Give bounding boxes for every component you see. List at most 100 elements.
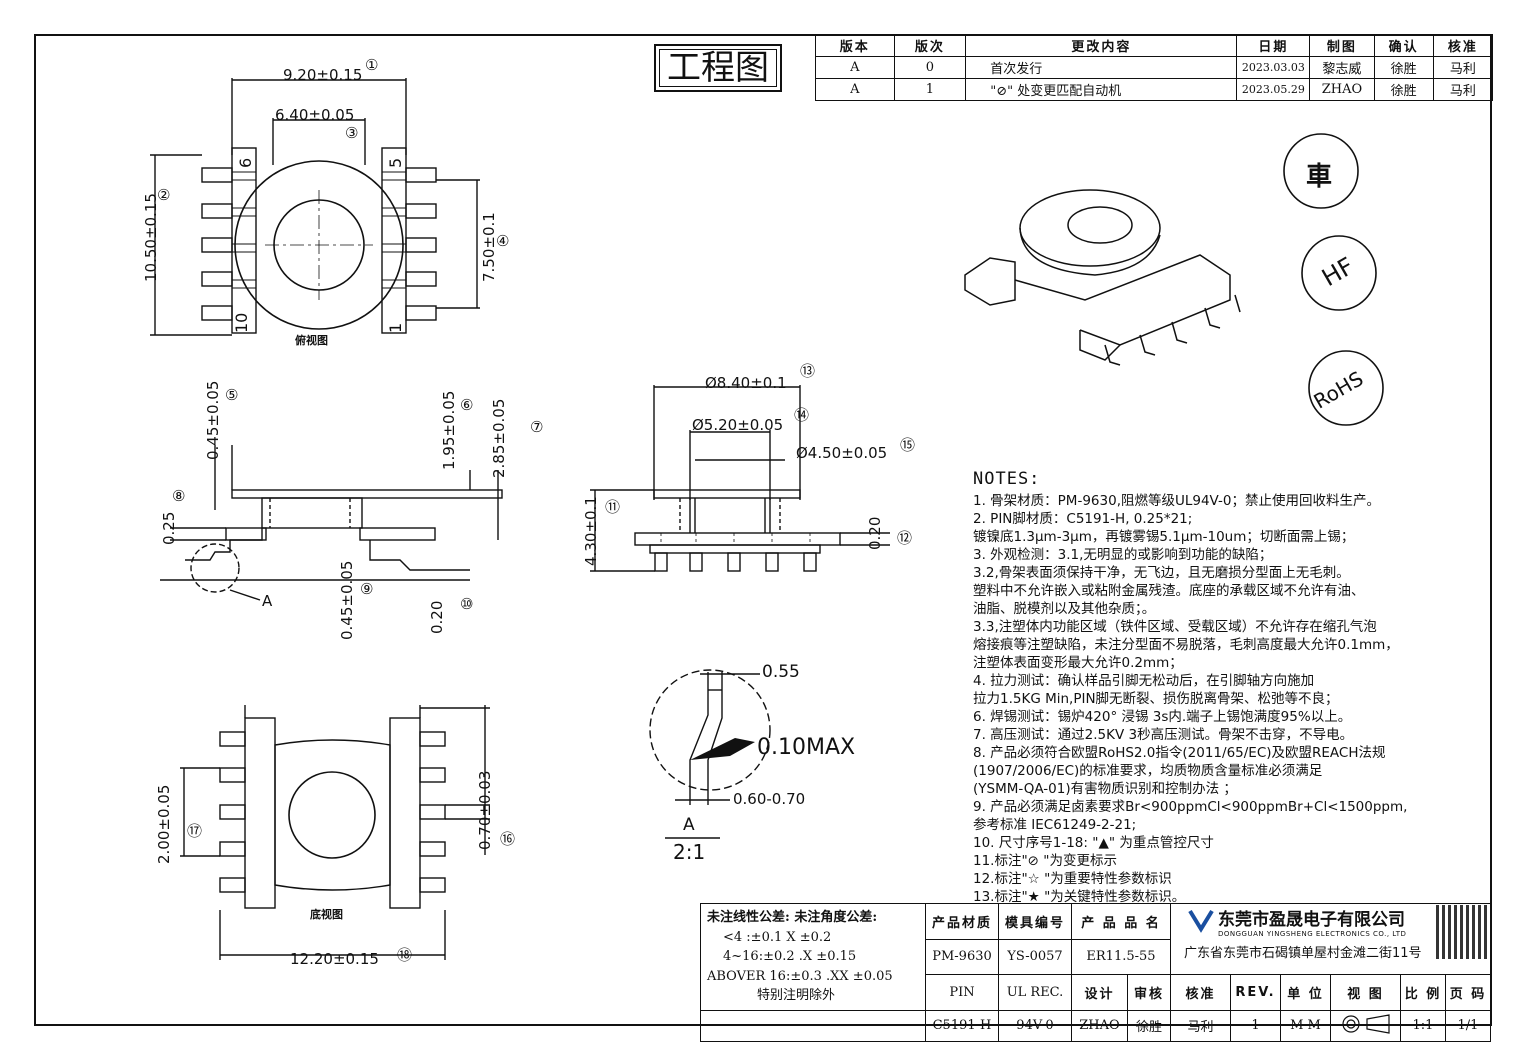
rev-h-drawn: 制图 [1309,34,1375,57]
note-line: 塑料中不允许嵌入或粘附金属残渣。底座的承载区域不允许有油、 [973,583,1365,599]
note-line: 熔接痕等注塑缺陷，未注分型面不易脱落，毛刺高度最大允许0.1mm， [973,637,1399,653]
dim-num: ⑥ [460,396,474,414]
note-line: 6. 焊锡测试：锡炉420° 浸锡 3s内.端子上锡饱满度95%以上。 [973,709,1352,725]
dim-num: ⑧ [172,487,186,505]
stamps [1283,133,1384,426]
rev-cell: 1 [893,78,967,101]
dim-num: ② [157,186,171,204]
tb-h-name: 产 品 品 名 [1071,903,1171,940]
table-row: A 1 "⊘" 处变更匹配自动机 2023.05.29 ZHAO 徐胜 马利 [815,78,1494,101]
dim-label: 10.50±0.15 [142,193,160,282]
rev-cell: 2023.05.29 [1236,78,1311,101]
tb-h-material: 产品材质 [925,903,999,940]
dim-label: 0.55 [762,662,800,682]
dim-label: 12.20±0.15 [290,950,379,968]
tb-v-mold: YS-0057 [998,938,1072,975]
dim-label: 0.70±0.03 [476,770,494,850]
note-line: 镀镍底1.3μm-3μm，再镀雾锡5.1μm-10um；切断面需上锡； [973,529,1355,545]
detail-a [649,669,771,839]
dim-label: 0.45±0.05 [204,380,222,460]
projection-symbol [1330,1009,1401,1042]
rev-h-change: 更改内容 [965,34,1238,57]
tb-v-design: ZHAO [1071,1009,1128,1042]
revision-table: 版本 版次 更改内容 日期 制图 确认 核准 A 0 首次发行 2023.03.… [815,34,1494,101]
iso-view [964,189,1241,366]
dim-num: ⑪ [605,498,621,516]
bottom-view [180,705,490,960]
pin-label-5: 5 [386,157,405,168]
rev-cell: 马利 [1432,56,1494,79]
rev-h-version: 版本 [815,34,895,57]
dim-label: 9.20±0.15 [283,66,363,84]
note-line: 拉力1.5KG Min,PIN脚无断裂、损伤脱离骨架、松弛等不良； [973,691,1339,707]
dim-label: 4.30±0.1 [582,496,600,566]
tb-v-scale: 1:1 [1400,1009,1446,1042]
tb-h-design: 设计 [1071,974,1128,1011]
top-view [150,78,480,336]
tb-h-unit: 单 位 [1280,974,1331,1011]
rev-cell: 徐胜 [1373,78,1434,101]
note-line: 11.标注"⊘ "为变更标示 [973,853,1117,869]
table-row: A 0 首次发行 2023.03.03 黎志威 徐胜 马利 [815,56,1494,79]
note-line: 2. PIN脚材质：C5191-H, 0.25*21; [973,511,1193,527]
tb-h-ul: UL REC. [998,974,1072,1011]
tolerance-line: ABOVER 16:±0.3 .XX ±0.05 [707,968,893,984]
dim-label: 0.20 [428,600,446,634]
company-name: 东莞市盈晟电子有限公司 [1218,910,1405,930]
stamp-che: 車 [1306,162,1333,192]
rev-h-edition: 版次 [893,34,967,57]
tb-v-ul: 94V-0 [998,1009,1072,1042]
note-line: 注塑体表面变形最大允许0.2mm； [973,655,1183,671]
title-block: 未注线性公差: 未注角度公差: <4 :±0.1 X ±0.2 4~16:±0.… [700,903,1491,1042]
tb-v-material: PM-9630 [925,938,999,975]
pin-label-1: 1 [386,322,405,333]
tb-h-approve: 核准 [1170,974,1231,1011]
tb-h-pin: PIN [925,974,999,1011]
note-line: 4. 拉力测试：确认样品引脚无松动后，在引脚轴方向施加 [973,673,1315,689]
dim-num: ⑫ [897,529,913,547]
dim-num: ⑰ [187,822,203,840]
tolerance-cell: 未注线性公差: 未注角度公差: <4 :±0.1 X ±0.2 4~16:±0.… [700,903,926,1011]
tb-h-scale: 比 例 [1400,974,1446,1011]
tb-v-page: 1/1 [1445,1009,1491,1042]
rev-cell: 黎志威 [1309,56,1375,79]
dim-num: ⑬ [800,362,816,380]
note-line: 12.标注"☆ "为重要特性参数标识 [973,871,1172,887]
rev-cell: 2023.03.03 [1236,56,1311,79]
tolerance-line: 4~16:±0.2 .X ±0.15 [723,949,857,964]
note-line: 9. 产品必须满足卤素要求Br<900ppmCl<900ppmBr+Cl<150… [973,799,1408,815]
dim-num: ③ [345,124,359,142]
rev-cell: 首次发行 [965,56,1238,79]
dim-label: Ø4.50±0.05 [796,444,888,462]
company-logo-icon [1188,909,1214,933]
company-address: 广东省东莞市石碣镇单屋村金滩二街11号 [1184,946,1422,961]
note-line: 3. 外观检测：3.1,无明显的或影响到功能的缺陷； [973,547,1273,563]
note-line: (YSMM-QA-01)有害物质识别和控制办法 ； [973,781,1237,797]
projection-icon [1341,1013,1390,1034]
note-line: 油脂、脱模剂以及其他杂质；。 [973,601,1156,617]
tb-h-view: 视 图 [1330,974,1401,1011]
tb-v-audit: 徐胜 [1126,1009,1172,1042]
dim-num: ⑯ [500,830,516,848]
note-line: 7. 高压测试：通过2.5KV 3秒高压测试。骨架不击穿，不导电。 [973,727,1354,743]
tb-h-rev: REV. [1230,974,1281,1011]
note-line: 13.标注"★ "为关键特性参数标识。 [973,889,1186,905]
dim-num: ⑤ [225,386,239,404]
company-block: 东莞市盈晟电子有限公司 DONGGUAN YINGSHENG ELECTRONI… [1184,905,1434,961]
dim-label: 1.95±0.05 [440,390,458,470]
rev-h-date: 日期 [1236,34,1311,57]
note-line: 参考标准 IEC61249-2-21; [973,817,1137,833]
detail-label: A [683,815,695,835]
tb-v-approve: 马利 [1170,1009,1231,1042]
rev-cell: A [815,56,895,79]
pin-label-10: 10 [232,312,251,333]
revision-header-row: 版本 版次 更改内容 日期 制图 确认 核准 [815,34,1494,57]
dim-label: 0.60-0.70 [733,790,806,808]
dim-num: ⑦ [530,418,544,436]
tb-v-name: ER11.5-55 [1071,938,1171,975]
rev-h-approve: 核准 [1432,34,1494,57]
rev-cell: A [815,78,895,101]
rev-cell: 0 [893,56,967,79]
bottom-view-label: 底视图 [310,908,343,921]
